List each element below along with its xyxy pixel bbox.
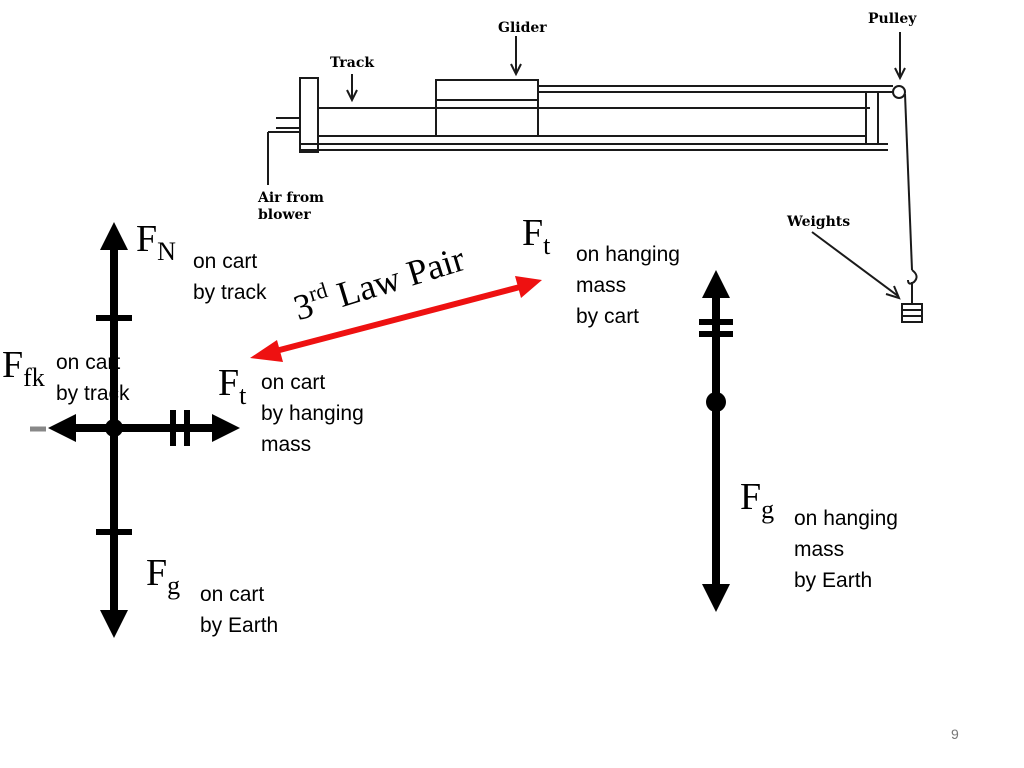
cart-center-dot <box>105 419 123 437</box>
hanging-tension-force-label: Ft <box>522 212 551 261</box>
hanging-tension-arrowhead <box>702 270 730 298</box>
track-label: Track <box>330 55 375 71</box>
cart-normal-arrowhead <box>100 222 128 250</box>
law-pair-arrowhead-left <box>250 340 283 362</box>
hanging-gravity-force-desc: on hanging mass by Earth <box>794 507 898 592</box>
cart-gravity-force-desc: on cart by Earth <box>200 583 279 637</box>
pulley-label: Pulley <box>868 11 917 27</box>
law-pair-arrowhead-right <box>515 276 542 298</box>
cart-normal-force-label: FN <box>136 218 176 267</box>
page-number: 9 <box>951 726 959 742</box>
air-label-line1: Air from <box>258 190 324 206</box>
hanging-gravity-force-label: Fg <box>740 476 775 525</box>
cart-normal-force-desc: on cart by track <box>193 250 267 304</box>
cart-friction-force-label: Ffk <box>2 344 45 393</box>
hanging-gravity-arrowhead <box>702 584 730 612</box>
cart-tension-force-label: Ft <box>218 362 247 411</box>
cart-tension-arrowhead <box>212 414 240 442</box>
cart-friction-force-desc: on cart by track <box>56 351 130 405</box>
glider-label: Glider <box>498 20 547 36</box>
air-label-line2: blower <box>258 207 311 223</box>
cart-gravity-arrowhead <box>100 610 128 638</box>
cart-tension-force-desc: on cart by hanging mass <box>261 371 364 456</box>
cart-gravity-force-label: Fg <box>146 552 181 601</box>
law-pair-arrow <box>271 284 521 355</box>
hanging-center-dot <box>706 392 726 412</box>
hanging-tension-force-desc: on hanging mass by cart <box>576 243 680 328</box>
weights-label: Weights <box>787 214 851 230</box>
cart-friction-arrowhead <box>48 414 76 442</box>
